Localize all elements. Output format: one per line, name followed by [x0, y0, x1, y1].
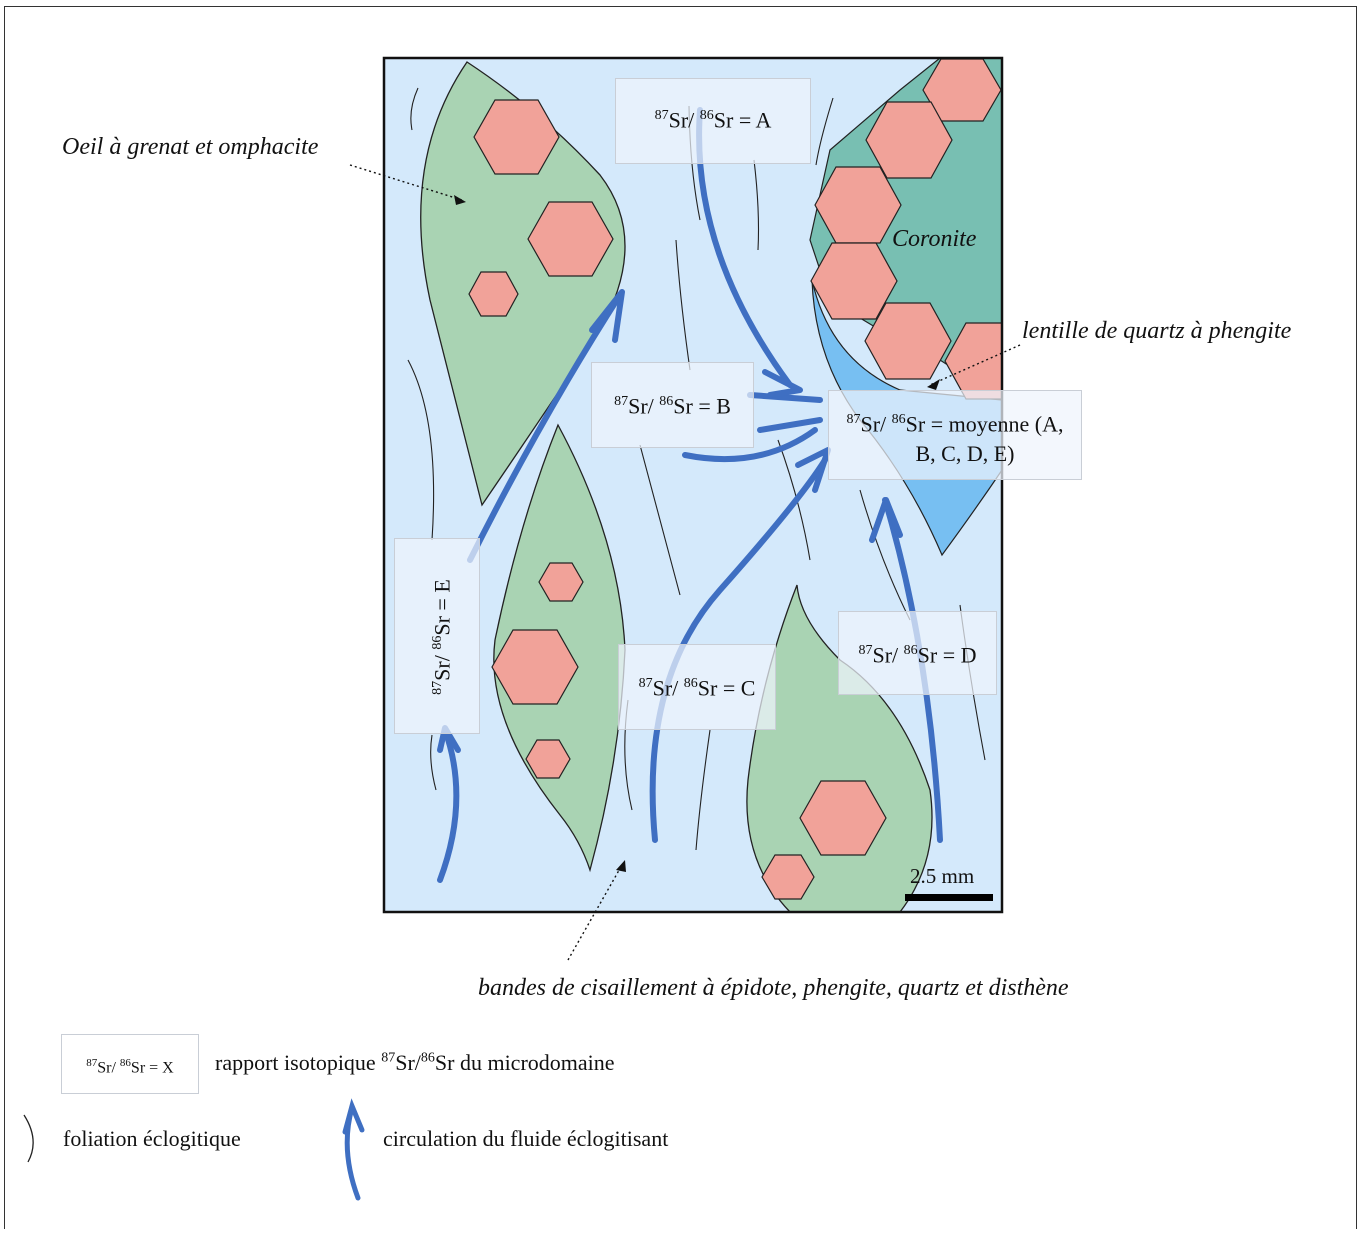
garnet — [468, 271, 519, 317]
leader-shear — [567, 864, 623, 961]
fluid-arrow — [757, 417, 823, 433]
garnet — [810, 242, 898, 320]
garnet — [525, 739, 571, 779]
fluid-legend-arrowhead — [342, 1098, 365, 1135]
ratio-box-e: 87Sr/ 86Sr = E — [394, 538, 480, 734]
lens-label: lentille de quartz à phengite — [1022, 318, 1292, 344]
garnet — [538, 562, 584, 602]
ratio-box-b: 87Sr/ 86Sr = B — [591, 362, 754, 448]
fluid-arrow — [747, 392, 823, 403]
arrow-head — [762, 369, 803, 398]
garnet — [864, 302, 952, 380]
eye-label: Oeil à grenat et omphacite — [62, 134, 319, 160]
leader-lens — [929, 344, 1021, 386]
garnet — [761, 854, 815, 900]
foliation-line — [639, 444, 681, 596]
garnet — [527, 201, 614, 277]
thin-section-border — [382, 56, 1004, 914]
arrow-head — [869, 497, 903, 543]
legend-fluid-text: circulation du fluide éclogitisant — [383, 1126, 669, 1151]
garnet — [799, 780, 887, 856]
leader-arrowhead — [454, 195, 466, 205]
foliation-line — [859, 489, 911, 621]
ratio-box-c: 87Sr/ 86Sr = C — [618, 644, 776, 730]
garnet — [491, 629, 579, 705]
legend-ratio-box: 87Sr/ 86Sr = X — [61, 1034, 199, 1094]
arrow-head — [589, 289, 625, 343]
ratio-box-a: 87Sr/ 86Sr = A — [615, 78, 811, 164]
foliation-line — [410, 87, 419, 131]
fluid-arrow — [682, 427, 818, 463]
ratio-box-d: 87Sr/ 86Sr = D — [838, 611, 997, 695]
ratio-box-average: 87Sr/ 86Sr = moyenne (A, B, C, D, E) — [828, 390, 1082, 480]
fluid-arrow — [649, 457, 828, 843]
garnet — [473, 99, 560, 175]
shear-band-label: bandes de cisaillement à épidote, phengi… — [478, 975, 1069, 1001]
foliation-line — [430, 734, 437, 791]
foliation-line — [753, 159, 760, 251]
fluid-arrow — [467, 292, 623, 563]
coronite-label: Coronite — [892, 226, 977, 252]
eye-1 — [420, 61, 626, 507]
foliation-line — [407, 359, 435, 541]
garnet — [865, 101, 953, 179]
leader-arrowhead — [616, 860, 626, 872]
fluid-arrow — [437, 727, 460, 883]
foliation-legend-icon — [23, 1114, 34, 1163]
foliation-line — [815, 97, 834, 166]
scale-bar — [905, 894, 993, 901]
legend-foliation-text: foliation éclogitique — [63, 1126, 241, 1151]
leader-arrowhead — [927, 379, 940, 390]
legend-isotope-text: rapport isotopique 87Sr/86Sr du microdom… — [215, 1050, 615, 1075]
foliation-line — [695, 729, 711, 851]
scale-label: 2.5 mm — [910, 864, 975, 888]
foliation-line — [675, 239, 691, 371]
